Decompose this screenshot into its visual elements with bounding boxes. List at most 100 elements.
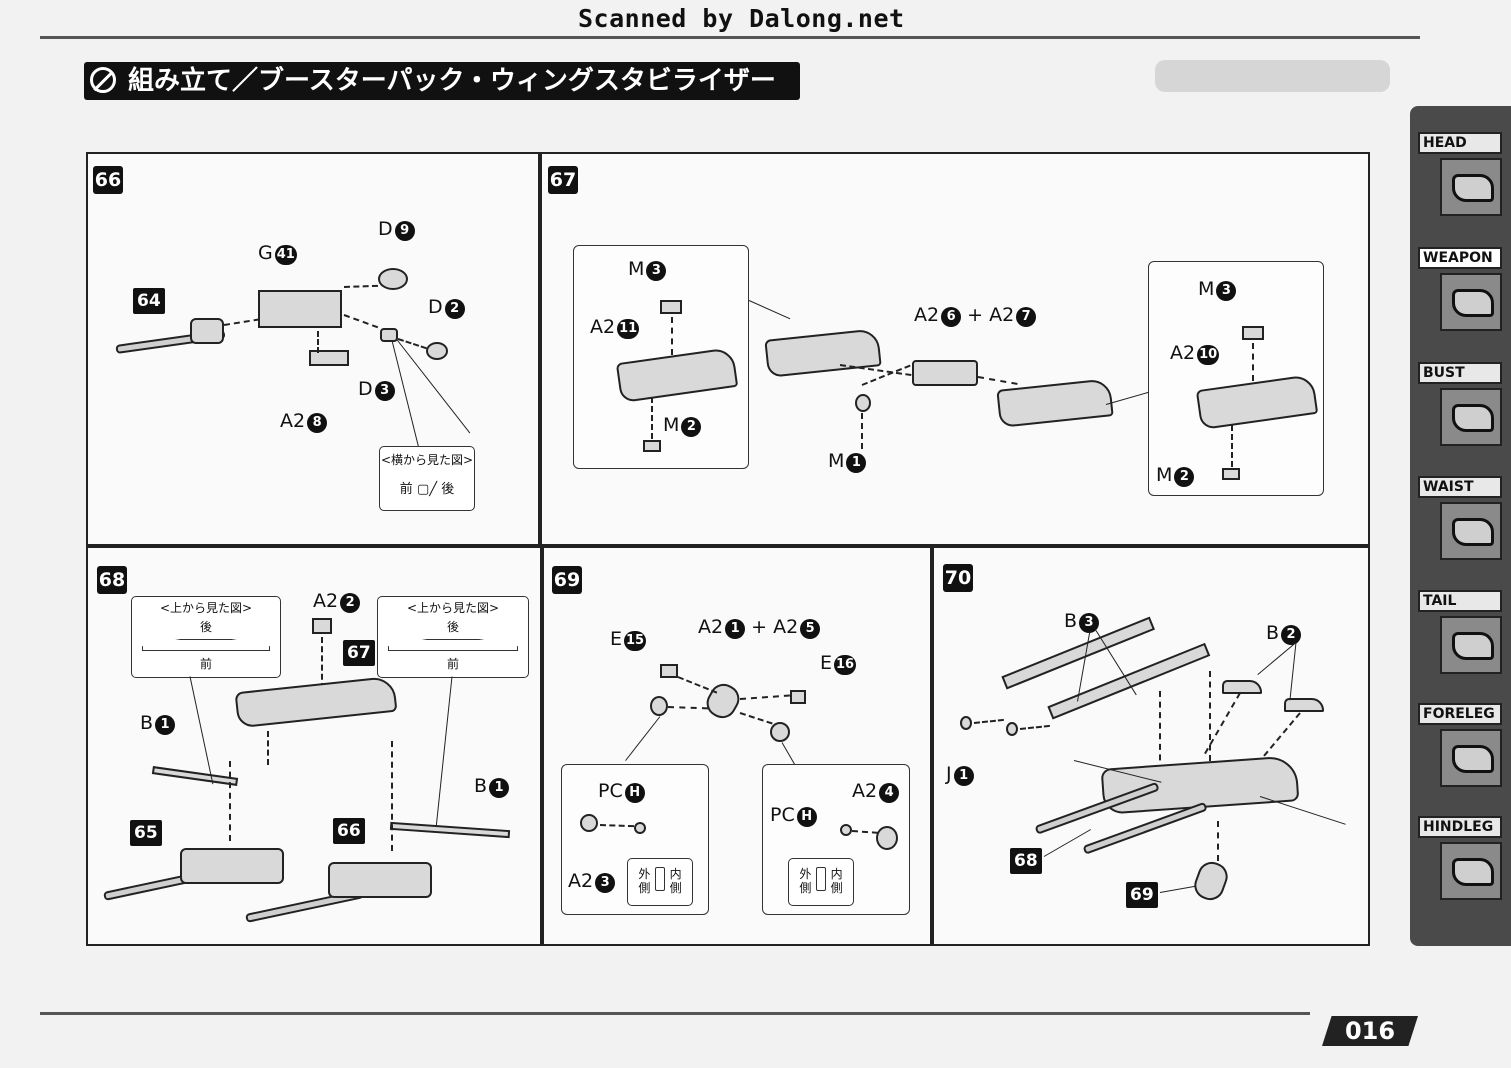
orientation-note: 外側 内側: [627, 858, 693, 906]
assembly-arrow: [391, 741, 393, 851]
hindleg-icon: [1440, 842, 1502, 900]
fin-part: [1284, 698, 1324, 712]
round-part: [378, 268, 408, 290]
compass-icon: [90, 67, 116, 93]
booster-core: [912, 360, 978, 386]
step-number: 69: [552, 566, 582, 594]
assembly-arrow: [229, 761, 231, 841]
front-label: 前: [199, 657, 212, 671]
tail-icon: [1440, 616, 1502, 674]
fin-part: [1222, 680, 1262, 694]
round-part: [426, 342, 448, 360]
tab-tail[interactable]: TAIL: [1418, 590, 1502, 686]
joint-cap: [770, 722, 790, 742]
small-part: [660, 300, 682, 314]
small-part: [312, 618, 332, 634]
assembly-arrow: [1231, 425, 1233, 467]
tab-hindleg[interactable]: HINDLEG: [1418, 816, 1502, 912]
bottom-frame-line: [40, 1012, 1310, 1015]
outer-side-label: 外側: [799, 867, 812, 895]
scan-credit: Scanned by Dalong.net: [578, 4, 905, 33]
inner-side-label: 内側: [669, 867, 682, 895]
back-label: 後: [446, 620, 459, 634]
part-ref: 66: [333, 818, 365, 844]
assembly-arrow: [321, 637, 323, 689]
side-view-title: <横から見た図>: [380, 453, 474, 467]
bleed-through-title: [1155, 60, 1390, 92]
part-ref: 69: [1126, 882, 1158, 908]
tab-bust[interactable]: BUST: [1418, 362, 1502, 458]
step-number: 70: [943, 564, 973, 592]
tab-head[interactable]: HEAD: [1418, 132, 1502, 228]
assembly-arrow: [1252, 343, 1254, 381]
tab-weapon[interactable]: WEAPON: [1418, 247, 1502, 343]
small-part: [660, 664, 678, 678]
joint-cap: [650, 696, 668, 716]
top-view-title: <上から見た図>: [406, 601, 500, 615]
inner-side-label: 内側: [830, 867, 843, 895]
cannon-assembly: [180, 848, 284, 884]
pivot-part: [855, 394, 871, 412]
side-view-note: <横から見た図> 前 ▢╱ 後: [379, 446, 475, 511]
tab-foreleg[interactable]: FORELEG: [1418, 703, 1502, 799]
small-part: [790, 690, 806, 704]
joint-cap: [876, 826, 898, 850]
tab-label: WEAPON: [1418, 247, 1502, 269]
back-label: 後: [199, 620, 212, 634]
head-icon: [1440, 158, 1502, 216]
part-ref: 67: [343, 640, 375, 666]
waist-icon: [1440, 502, 1502, 560]
small-part: [1242, 326, 1264, 340]
tab-label: FORELEG: [1418, 703, 1502, 725]
step-number: 66: [93, 166, 123, 194]
assembly-arrow: [267, 731, 269, 765]
assembly-arrow: [651, 397, 653, 439]
top-view-note: <上から見た図> 後 前: [377, 596, 529, 678]
bust-icon: [1440, 388, 1502, 446]
poly-cap: [840, 824, 852, 836]
ring-part: [960, 716, 972, 730]
assembly-arrow: [671, 317, 673, 355]
poly-cap: [634, 822, 646, 834]
tab-waist[interactable]: WAIST: [1418, 476, 1502, 572]
cannon-breech: [190, 318, 224, 344]
assembly-arrow: [1217, 821, 1219, 861]
outer-side-label: 外側: [638, 867, 651, 895]
assembly-arrow: [1159, 691, 1161, 771]
tab-label: TAIL: [1418, 590, 1502, 612]
cannon-assembly: [328, 862, 432, 898]
ring-part: [1006, 722, 1018, 736]
part-ref: 68: [1010, 848, 1042, 874]
mount-bracket: [309, 350, 349, 366]
step-number: 68: [97, 566, 127, 594]
part-ref: 65: [130, 820, 162, 846]
small-part: [643, 440, 661, 452]
part-ref: 64: [133, 288, 165, 314]
front-back-labels: 前 ▢╱ 後: [399, 482, 455, 497]
cap-orientation-icon: [654, 867, 666, 891]
assembly-arrow: [861, 413, 863, 449]
page-title: 組み立て／ブースターパック・ウィングスタビライザー: [84, 62, 800, 100]
top-view-note: <上から見た図> 後 前: [131, 596, 281, 678]
page-number: 016: [1322, 1016, 1418, 1046]
small-clip: [380, 328, 398, 342]
